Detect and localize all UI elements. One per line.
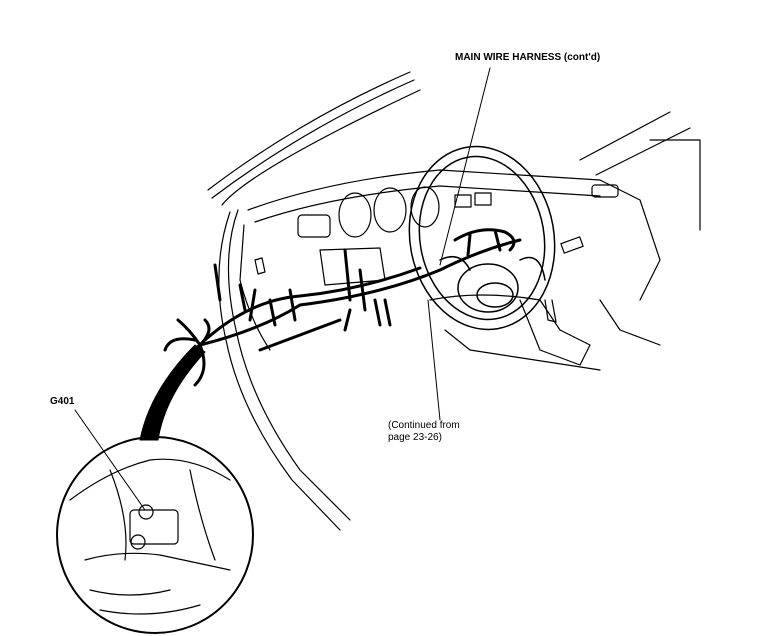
g401-label: G401 [50, 396, 75, 407]
main-wire-harness [163, 228, 522, 387]
leader-lines [74, 67, 491, 511]
windshield-pillar [207, 71, 701, 531]
g401-inset [56, 436, 254, 634]
continued-from-label-line2: page 23-26) [388, 432, 442, 443]
dashboard [239, 169, 661, 371]
harness-conduit [139, 344, 206, 441]
continued-from-label-line1: (Continued from [388, 420, 460, 431]
main-wire-harness-label: MAIN WIRE HARNESS (cont'd) [455, 52, 601, 63]
steering-wheel [408, 145, 556, 331]
